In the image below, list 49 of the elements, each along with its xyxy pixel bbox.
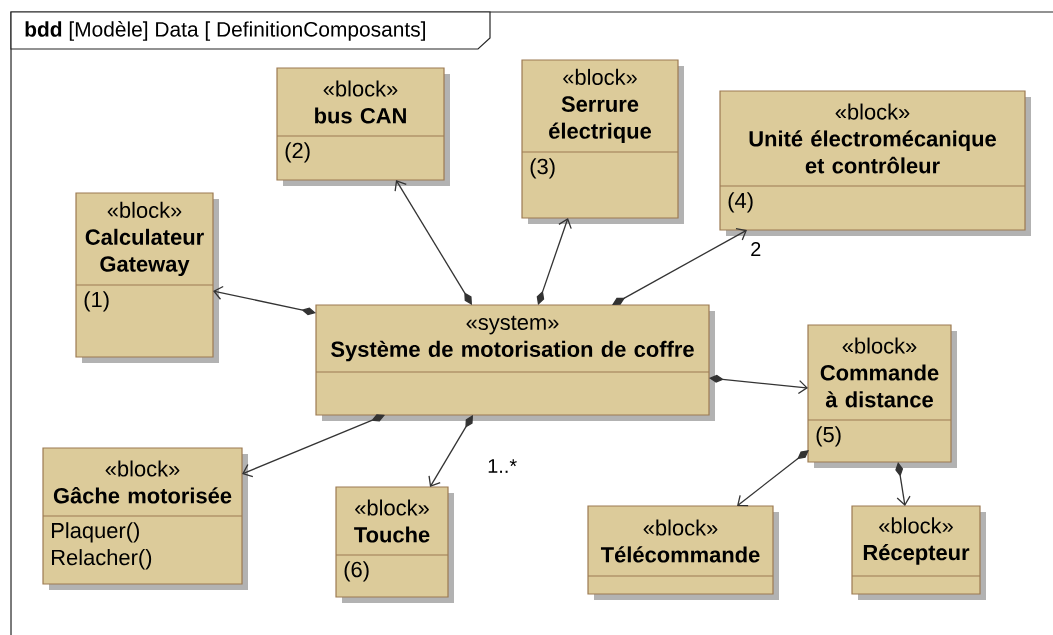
- compartment-text: (2): [285, 142, 310, 163]
- block-name: Système de motorisation de coffre: [331, 340, 694, 362]
- block-box: [75, 192, 219, 363]
- block-name: Gâche motorisée: [53, 486, 232, 504]
- block-name: Commande à distance: [820, 364, 939, 408]
- block-name: Unité électromécanique et contrôleur: [749, 130, 996, 174]
- stereotype-label: «block»: [355, 499, 429, 516]
- stereotype-label: «system»: [466, 315, 559, 335]
- composition-arrow: [213, 285, 316, 316]
- block-name: Récepteur: [863, 544, 970, 565]
- composition-arrow: [612, 228, 747, 305]
- block-name: Touche: [354, 526, 430, 543]
- stereotype-label: «block»: [105, 460, 180, 477]
- block-box: [719, 90, 1031, 236]
- stereotype-label: «block»: [563, 68, 637, 85]
- composition-arrow: [394, 180, 472, 305]
- compartment-text: Plaquer() Relacher(): [52, 522, 152, 570]
- block-box: [851, 505, 986, 600]
- stereotype-label: «block»: [323, 80, 398, 97]
- block-box: [587, 505, 779, 600]
- block-name: bus CAN: [315, 107, 406, 124]
- block-box: [315, 304, 715, 421]
- compartment-text: (3): [530, 158, 555, 179]
- stereotype-label: «block»: [107, 201, 182, 218]
- block-name: Serrure électrique: [549, 96, 651, 144]
- block-box: [807, 324, 957, 468]
- stereotype-label: «block»: [643, 519, 718, 536]
- stereotype-label: «block»: [879, 517, 953, 534]
- frame-title: bdd [Modèle] Data [ DefinitionComposants]: [10, 11, 491, 50]
- multiplicity-label: 2: [749, 241, 763, 257]
- compartment-text: (6): [344, 561, 369, 582]
- block-box: [335, 486, 454, 603]
- block-box: [42, 447, 248, 590]
- block-name: Calculateur Gateway: [85, 228, 204, 277]
- block-name: Télécommande: [600, 546, 760, 563]
- block-box: [276, 67, 450, 186]
- composition-arrow: [242, 414, 385, 478]
- composition-arrow: [895, 462, 911, 506]
- stereotype-label: «block»: [842, 337, 917, 354]
- stereotype-label: «block»: [835, 103, 910, 120]
- multiplicity-label: 1..*: [486, 458, 519, 474]
- composition-arrow: [428, 415, 473, 487]
- composition-arrow: [737, 450, 809, 507]
- compartment-text: (1): [84, 291, 109, 312]
- block-box: [521, 59, 684, 224]
- compartment-text: (4): [728, 192, 753, 213]
- composition-arrow: [536, 218, 572, 305]
- compartment-text: (5): [816, 426, 841, 447]
- composition-arrow: [709, 374, 808, 395]
